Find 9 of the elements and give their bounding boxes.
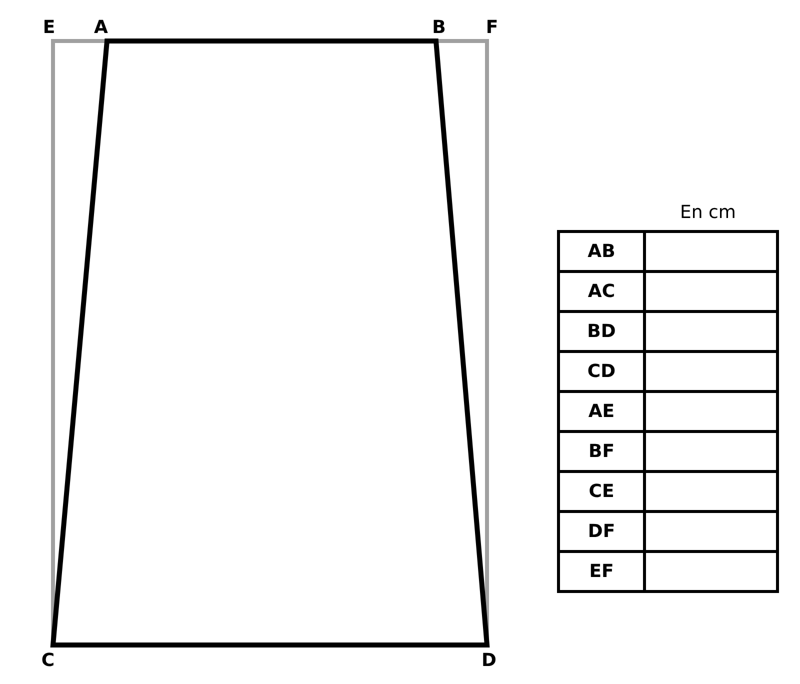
segment-cell: EF: [557, 550, 646, 593]
point-label: B: [432, 18, 446, 38]
point-label: D: [482, 651, 496, 671]
point-label: F: [486, 18, 498, 38]
point-label: A: [94, 18, 108, 38]
column-header: En cm: [680, 203, 736, 223]
point-label: C: [41, 651, 55, 671]
point-label: E: [42, 18, 56, 38]
segment-cell: AB: [557, 230, 646, 273]
